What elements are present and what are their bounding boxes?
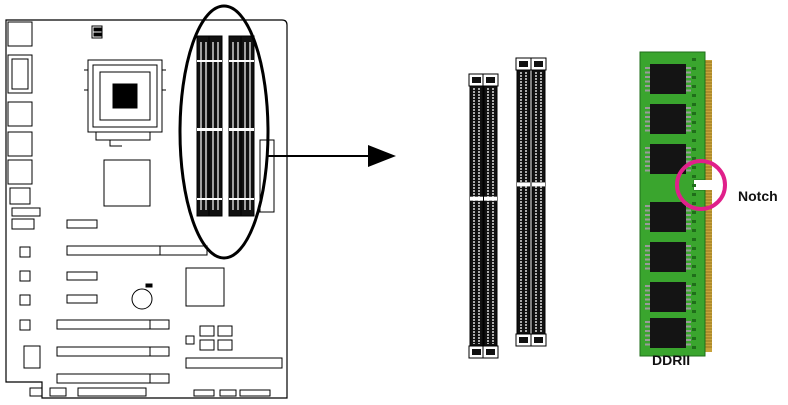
dimm-slot bbox=[468, 73, 485, 359]
dimm-slot bbox=[530, 57, 547, 347]
memory-chip bbox=[650, 64, 686, 94]
ddr2-memory-module bbox=[639, 51, 727, 357]
floppy-connector bbox=[77, 387, 147, 397]
io-block bbox=[7, 54, 33, 94]
pci-slot bbox=[56, 373, 170, 384]
pcie-x1-slot bbox=[66, 271, 98, 281]
dimm-slot-closeup bbox=[468, 57, 547, 359]
ide-connector bbox=[185, 357, 283, 369]
io-block bbox=[7, 101, 33, 127]
southbridge-chip bbox=[185, 267, 225, 307]
io-block bbox=[7, 21, 33, 47]
io-block bbox=[11, 58, 29, 90]
ddr2-label: DDRII bbox=[652, 352, 691, 368]
dimm-slot bbox=[515, 57, 532, 347]
board-dimm-slots bbox=[196, 35, 255, 217]
io-block bbox=[7, 131, 33, 157]
pcie-x16-slot bbox=[66, 245, 208, 256]
sata-connector bbox=[199, 339, 215, 351]
small-header bbox=[185, 335, 195, 345]
io-block bbox=[9, 187, 31, 205]
board-outline bbox=[5, 19, 288, 399]
northbridge-chip bbox=[103, 159, 151, 207]
cpu-socket bbox=[84, 59, 166, 147]
memory-chip bbox=[650, 104, 686, 134]
motherboard-layout bbox=[5, 4, 288, 399]
memory-chip bbox=[650, 318, 686, 348]
fan-header bbox=[29, 387, 43, 397]
fan-header bbox=[49, 387, 67, 397]
sata-connector bbox=[199, 325, 215, 337]
sata-connector bbox=[217, 325, 233, 337]
pci-slot bbox=[56, 319, 170, 330]
dimm-slot bbox=[482, 73, 499, 359]
memory-chip bbox=[650, 242, 686, 272]
front-header bbox=[193, 389, 215, 397]
pcie-x1-slot bbox=[66, 219, 98, 229]
memory-chip bbox=[650, 282, 686, 312]
header-pins bbox=[11, 218, 41, 369]
pcie-x1-slot bbox=[66, 294, 98, 304]
front-header bbox=[239, 389, 271, 397]
battery bbox=[131, 288, 153, 310]
power-connector bbox=[91, 25, 103, 39]
io-connector bbox=[11, 207, 41, 217]
front-header bbox=[219, 389, 237, 397]
io-block bbox=[7, 159, 33, 185]
pci-slot bbox=[56, 346, 170, 357]
notch-highlight-circle bbox=[675, 159, 727, 211]
right-arrow-icon bbox=[268, 145, 396, 167]
dimm-highlight-ellipse bbox=[178, 4, 270, 260]
notch-label: Notch bbox=[738, 188, 778, 204]
sata-connector bbox=[217, 339, 233, 351]
memory-chip bbox=[650, 144, 686, 174]
memory-chip bbox=[650, 202, 686, 232]
